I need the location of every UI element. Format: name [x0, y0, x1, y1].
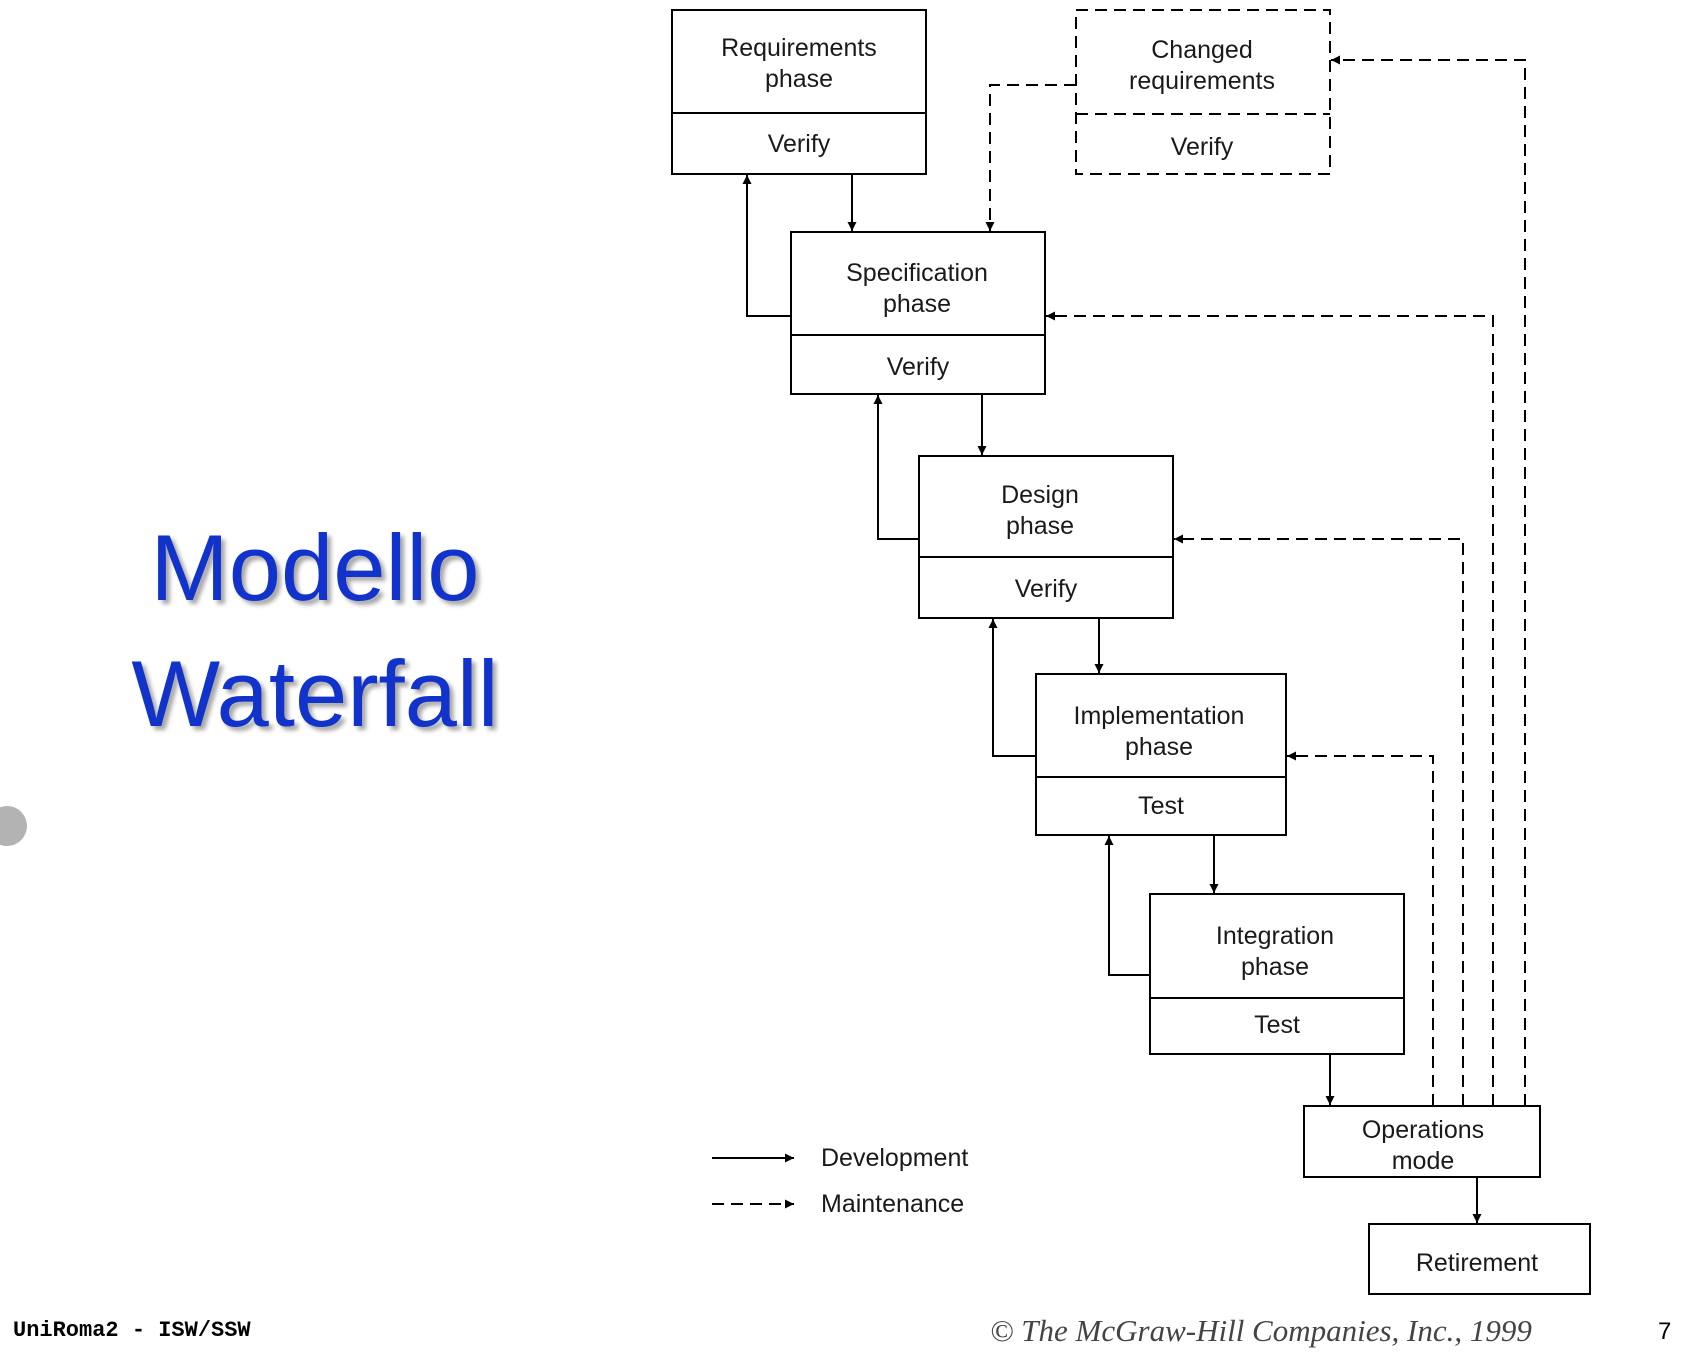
requirements-label-2: phase — [765, 65, 833, 93]
arrow-changed-to-spec — [985, 84, 1076, 231]
legend: Development Maintenance — [712, 1144, 968, 1218]
box-integration: Integration phase Test — [1149, 893, 1405, 1055]
page-number: 7 — [1658, 1318, 1672, 1345]
integration-test: Test — [1254, 1011, 1300, 1039]
specification-verify: Verify — [887, 353, 950, 381]
box-changed-requirements: Changed requirements Verify — [1075, 9, 1331, 175]
changed-label-2: requirements — [1129, 67, 1275, 95]
operations-label-1: Operations — [1362, 1116, 1484, 1144]
changed-label-1: Changed — [1151, 36, 1252, 64]
changed-verify: Verify — [1171, 133, 1234, 161]
arrow-ops-to-design — [1174, 534, 1464, 1106]
arrow-ops-to-spec — [1046, 311, 1494, 1106]
slide-title: Modello Waterfall — [60, 505, 570, 757]
box-requirements: Requirements phase Verify — [671, 9, 927, 175]
integration-label-2: phase — [1241, 953, 1309, 981]
title-line-2: Waterfall — [131, 641, 499, 746]
specification-label-1: Specification — [846, 259, 988, 287]
arrow-design-back-to-spec — [873, 395, 919, 540]
design-label-2: phase — [1006, 512, 1074, 540]
requirements-label-1: Requirements — [721, 34, 877, 62]
arrow-ops-to-changed — [1331, 55, 1526, 1106]
box-retirement: Retirement — [1368, 1223, 1591, 1295]
box-specification: Specification phase Verify — [790, 231, 1046, 395]
arrow-integ-back-to-impl — [1104, 836, 1150, 976]
integration-label-1: Integration — [1216, 922, 1334, 950]
box-design: Design phase Verify — [918, 455, 1174, 619]
retirement-label: Retirement — [1416, 1249, 1538, 1277]
arrow-ops-to-impl — [1287, 751, 1434, 1106]
design-verify: Verify — [1015, 575, 1078, 603]
footer-course: UniRoma2 - ISW/SSW — [13, 1318, 251, 1343]
title-line-1: Modello — [150, 515, 480, 620]
requirements-verify: Verify — [768, 130, 831, 158]
implementation-test: Test — [1138, 792, 1184, 820]
arrow-spec-back-to-req — [742, 175, 791, 317]
design-label-1: Design — [1001, 481, 1079, 509]
box-implementation: Implementation phase Test — [1035, 673, 1287, 836]
implementation-label-1: Implementation — [1074, 702, 1245, 730]
arrow-impl-back-to-design — [988, 619, 1036, 757]
legend-development: Development — [821, 1144, 968, 1172]
legend-maintenance: Maintenance — [821, 1190, 964, 1218]
operations-label-2: mode — [1392, 1147, 1455, 1175]
box-operations: Operations mode — [1303, 1105, 1541, 1178]
implementation-label-2: phase — [1125, 733, 1193, 761]
footer-copyright: © The McGraw-Hill Companies, Inc., 1999 — [990, 1313, 1532, 1348]
specification-label-2: phase — [883, 290, 951, 318]
